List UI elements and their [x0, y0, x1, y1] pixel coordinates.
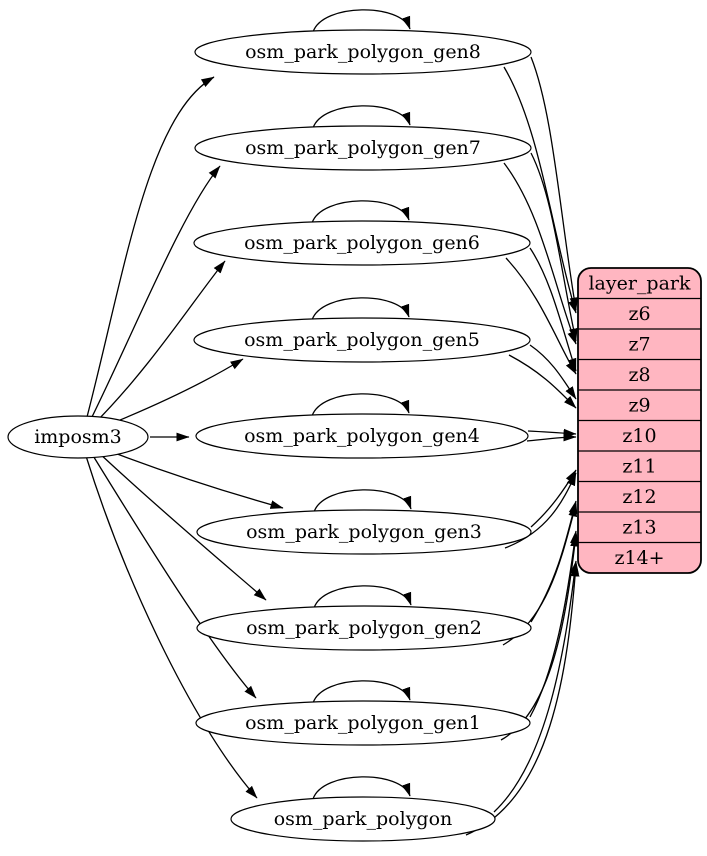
edge-gen4-z10-b [526, 432, 577, 442]
node-osm-park-polygon-gen6: osm_park_polygon_gen6 [193, 220, 531, 266]
self-loop-gen2 [313, 585, 412, 609]
edge-gen5-z9-b [508, 354, 577, 409]
edges-from-source [85, 76, 284, 799]
row-z7: z7 [628, 333, 650, 355]
edge-osm-park-polygon-z14-b [465, 563, 580, 836]
node-gen6-shape [193, 220, 531, 266]
edge-gen8-z6-b [503, 66, 577, 314]
node-gen2-shape [196, 605, 532, 651]
node-gen8-label: osm_park_polygon_gen8 [245, 41, 481, 63]
row-z8: z8 [628, 364, 650, 386]
edge-imposm3-gen1 [91, 453, 257, 699]
node-gen5-shape [193, 317, 531, 363]
node-osm-park-polygon-gen1: osm_park_polygon_gen1 [195, 700, 531, 746]
node-osm-park-polygon-shape [230, 796, 496, 842]
node-gen5-label: osm_park_polygon_gen5 [244, 329, 480, 351]
edge-imposm3-gen5 [102, 358, 244, 428]
row-z9: z9 [628, 394, 650, 416]
layer-park-table: layer_park z6 z7 z8 z9 z10 z11 z12 z13 z… [577, 267, 702, 574]
node-osm-park-polygon-gen5: osm_park_polygon_gen5 [193, 317, 531, 363]
self-loop-osm-park-polygon [312, 776, 411, 800]
edge-gen1-z13-a [529, 530, 579, 718]
edge-gen7-z7-b [503, 162, 577, 345]
node-gen4-shape [195, 413, 529, 459]
node-gen4-label: osm_park_polygon_gen4 [244, 425, 480, 447]
node-imposm3: imposm3 [7, 415, 149, 459]
node-gen3-shape [196, 509, 532, 555]
layer-park-header: layer_park [588, 273, 691, 295]
edge-imposm3-gen7 [89, 165, 221, 422]
row-z11: z11 [622, 455, 656, 477]
node-gen1-label: osm_park_polygon_gen1 [245, 712, 481, 734]
node-osm-park-polygon-label: osm_park_polygon [274, 808, 453, 830]
row-z13: z13 [622, 516, 656, 538]
edge-gen8-z6-a [530, 56, 579, 311]
edge-gen6-z8-a [529, 247, 577, 372]
self-loop-gen1 [312, 680, 411, 704]
node-osm-park-polygon: osm_park_polygon [230, 796, 496, 842]
node-imposm3-shape [7, 415, 149, 459]
node-gen1-shape [195, 700, 531, 746]
self-loop-gen6 [311, 200, 410, 224]
self-loops [311, 9, 412, 800]
edge-gen2-z12-a [530, 500, 578, 623]
self-loop-gen3 [313, 489, 412, 513]
node-imposm3-label: imposm3 [34, 426, 122, 448]
edge-imposm3-gen2 [97, 451, 267, 601]
edge-imposm3-gen6 [93, 260, 226, 425]
edge-osm-park-polygon-z14-a [493, 560, 579, 813]
row-z10: z10 [622, 425, 656, 447]
edge-gen4-z10-a [527, 428, 577, 438]
edge-gen3-z11-a [530, 469, 577, 528]
node-osm-park-polygon-gen8: osm_park_polygon_gen8 [194, 29, 532, 75]
node-gen6-label: osm_park_polygon_gen6 [244, 232, 480, 254]
edge-gen7-z7-a [530, 152, 578, 342]
self-loop-gen7 [312, 105, 411, 129]
row-z14plus: z14+ [614, 547, 664, 569]
edge-imposm3-gen3 [111, 451, 284, 509]
edges-to-layer [465, 56, 580, 836]
edge-gen3-z11-b [504, 472, 577, 549]
node-gen2-label: osm_park_polygon_gen2 [246, 617, 482, 639]
node-gen7-label: osm_park_polygon_gen7 [245, 137, 481, 159]
node-gen8-shape [194, 29, 532, 75]
edge-gen6-z8-b [505, 257, 577, 375]
node-osm-park-polygon-gen4: osm_park_polygon_gen4 [195, 413, 529, 459]
node-gen3-label: osm_park_polygon_gen3 [246, 521, 482, 543]
edge-imposm3-gen8 [86, 76, 215, 418]
edge-gen5-z9-a [529, 344, 577, 400]
self-loop-gen5 [311, 297, 410, 321]
node-osm-park-polygon-gen2: osm_park_polygon_gen2 [196, 605, 532, 651]
node-osm-park-polygon-gen7: osm_park_polygon_gen7 [194, 125, 532, 171]
edge-imposm3-osm-park-polygon [85, 455, 258, 799]
row-z6: z6 [628, 303, 650, 325]
node-osm-park-polygon-gen3: osm_park_polygon_gen3 [196, 509, 532, 555]
self-loop-gen8 [312, 9, 411, 33]
row-z12: z12 [622, 486, 656, 508]
self-loop-gen4 [311, 393, 410, 417]
node-gen7-shape [194, 125, 532, 171]
